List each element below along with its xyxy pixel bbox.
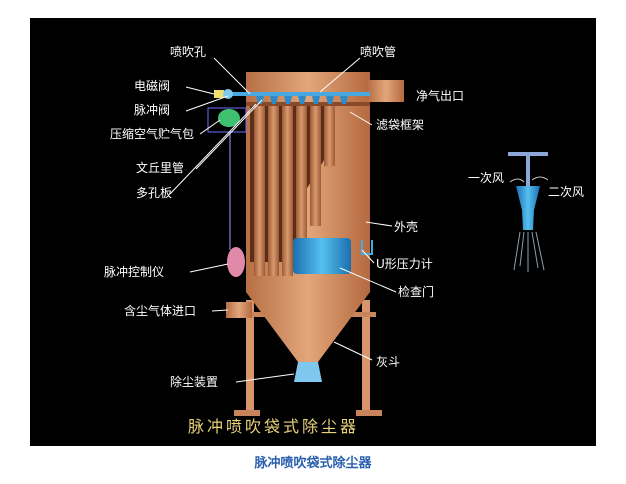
label-air-tank: 压缩空气贮气包 <box>110 126 194 141</box>
leader-line <box>333 341 373 361</box>
leader-line <box>195 99 263 170</box>
label-nozzle-hole: 喷吹孔 <box>170 45 206 59</box>
leader-line <box>319 57 361 93</box>
left-foot <box>234 410 260 416</box>
figure-caption: 脉冲喷吹袋式除尘器 <box>254 456 372 471</box>
filter-bag <box>310 106 321 226</box>
right-foot <box>356 410 382 416</box>
label-pulse-controller: 脉冲控制仪 <box>104 264 164 279</box>
left-leg <box>246 300 254 415</box>
label-primary-air: 一次风 <box>468 171 504 185</box>
clean-gas-outlet-pipe <box>368 80 404 102</box>
venturi-nozzles <box>256 96 348 104</box>
label-solenoid-valve: 电磁阀 <box>134 78 170 93</box>
label-dust-removal-device: 除尘装置 <box>170 374 218 389</box>
leader-line <box>235 373 295 383</box>
label-inspection-door: 检查门 <box>398 284 434 299</box>
dust-removal-device-body <box>294 362 322 382</box>
leader-line <box>361 249 375 264</box>
leader-line <box>169 103 257 195</box>
inspection-door-body <box>293 238 351 274</box>
blow-pipe <box>232 92 370 96</box>
leader-line <box>189 263 229 273</box>
venturi-nozzle <box>284 96 292 104</box>
label-ash-hopper: 灰斗 <box>376 355 400 369</box>
venturi-nozzle <box>270 96 278 104</box>
inset-spray <box>513 231 545 272</box>
label-shell: 外壳 <box>394 220 418 234</box>
label-venturi: 文丘里管 <box>136 160 184 175</box>
leader-line <box>185 95 229 112</box>
leader-line <box>211 309 229 312</box>
inset-secondary-air-flow <box>531 176 549 181</box>
venturi-nozzle <box>256 96 264 104</box>
nozzle-inset <box>508 152 549 272</box>
inset-primary-air-flow <box>509 178 525 183</box>
leader-line <box>213 57 251 95</box>
solenoid-valve-body <box>214 90 224 98</box>
inset-pipe <box>508 152 548 156</box>
leader-lines <box>169 57 397 383</box>
filter-bag <box>268 106 279 276</box>
venturi-nozzle <box>298 96 306 104</box>
filter-bag <box>254 106 265 276</box>
air-tank-body <box>218 109 240 127</box>
leader-line <box>365 221 393 227</box>
venturi-nozzle <box>340 96 348 104</box>
perforated-plate <box>246 102 370 106</box>
pulse-controller-body <box>227 247 245 277</box>
ash-hopper-body <box>246 292 370 362</box>
leader-line <box>199 119 221 135</box>
leader-line <box>349 111 373 126</box>
leader-line <box>185 86 215 95</box>
u-manometer-body <box>361 240 373 255</box>
inset-tube <box>526 156 530 186</box>
inset-venturi <box>516 186 540 230</box>
filter-bag <box>324 106 335 166</box>
venturi-nozzle <box>312 96 320 104</box>
dusty-gas-inlet-pipe <box>226 302 252 318</box>
filter-bag <box>296 106 307 266</box>
label-blow-pipe: 喷吹管 <box>360 44 396 59</box>
label-secondary-air: 二次风 <box>548 185 584 199</box>
filter-bag <box>282 106 293 276</box>
label-dusty-gas-inlet: 含尘气体进口 <box>124 303 196 318</box>
filter-bags <box>254 106 335 276</box>
collector-body <box>207 72 404 416</box>
leader-line <box>339 267 397 293</box>
label-filter-frame: 滤袋框架 <box>376 118 424 132</box>
label-perforated-plate: 多孔板 <box>136 186 172 200</box>
air-tank-frame <box>207 107 247 133</box>
top-plenum <box>246 72 370 102</box>
venturi-nozzle <box>326 96 334 104</box>
inner-title: 脉冲喷吹袋式除尘器 <box>188 417 359 436</box>
label-pulse-valve: 脉冲阀 <box>134 102 170 117</box>
label-u-manometer: U形压力计 <box>376 257 433 271</box>
label-clean-gas-outlet: 净气出口 <box>416 88 464 103</box>
